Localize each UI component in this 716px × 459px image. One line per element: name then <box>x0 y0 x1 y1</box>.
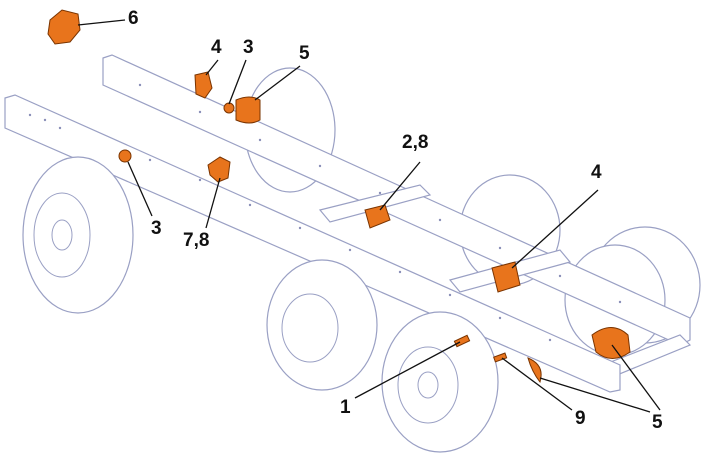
callout-3-upper: 3 <box>243 37 254 58</box>
component-3-lower <box>118 149 132 163</box>
cross-member <box>318 184 432 223</box>
callout-5-rear: 5 <box>652 412 663 433</box>
callout-2-8: 2,8 <box>402 132 429 153</box>
component-5-front <box>235 96 261 124</box>
callout-7-8: 7,8 <box>183 230 210 251</box>
left-frame-rail <box>4 94 621 393</box>
leader-lines <box>77 19 661 413</box>
callout-3-lower: 3 <box>151 218 162 239</box>
rail-holes <box>28 83 622 342</box>
component-6 <box>47 9 81 45</box>
component-4-front <box>194 71 213 99</box>
component-2-8 <box>364 204 391 229</box>
component-5-rear <box>591 327 631 359</box>
callout-9: 9 <box>575 408 586 429</box>
callout-5-front: 5 <box>299 43 310 64</box>
component-7-8 <box>207 156 231 183</box>
component-9 <box>493 352 508 363</box>
component-4-rear <box>491 261 521 293</box>
callout-4-rear: 4 <box>591 162 602 183</box>
component-3-upper <box>223 102 235 114</box>
callout-1: 1 <box>340 397 351 418</box>
callout-4-front: 4 <box>211 37 222 58</box>
callout-6: 6 <box>128 8 139 29</box>
component-5-disc <box>527 357 542 384</box>
